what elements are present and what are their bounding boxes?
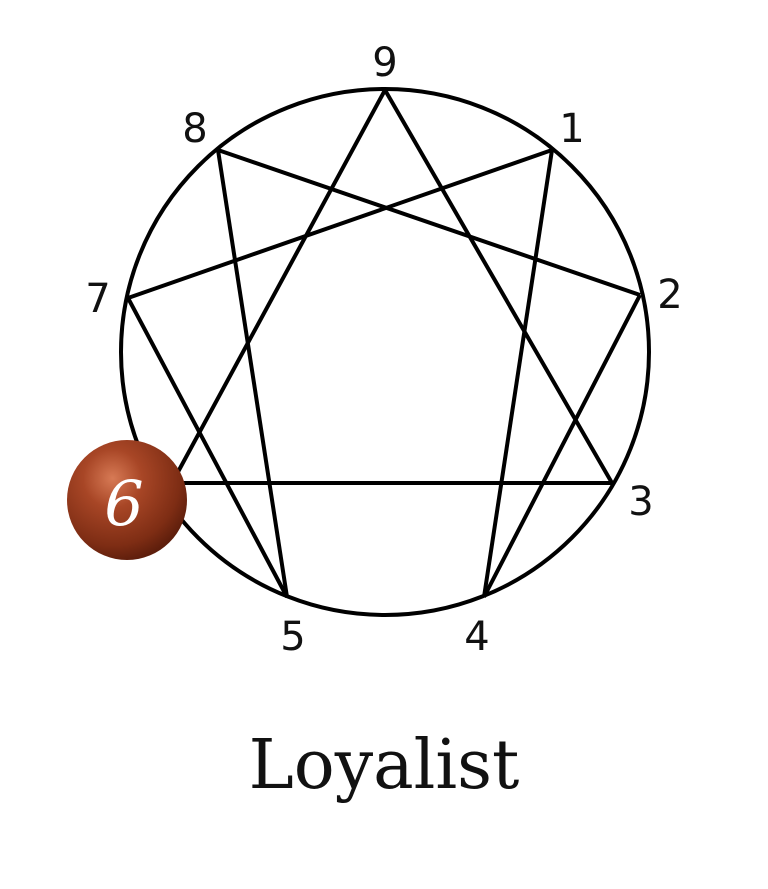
line-8-5 — [216, 149, 289, 598]
enneagram-circle — [119, 87, 651, 617]
highlighted-type-number: 6 — [104, 467, 143, 540]
point-label-5[interactable]: 5 — [280, 614, 305, 660]
line-7-1 — [127, 148, 553, 300]
type-name-title: Loyalist — [248, 726, 520, 805]
line-6-9 — [170, 89, 387, 484]
point-label-9[interactable]: 9 — [372, 40, 397, 86]
enneagram-lines — [126, 88, 642, 598]
line-9-3 — [383, 88, 614, 485]
highlighted-type-ball[interactable]: 6 — [67, 440, 187, 560]
point-labels: 9 1 2 3 4 5 7 8 — [85, 40, 682, 660]
point-label-1[interactable]: 1 — [559, 106, 584, 152]
line-1-4 — [482, 149, 554, 598]
line-2-8 — [217, 148, 641, 297]
point-label-3[interactable]: 3 — [628, 479, 653, 525]
point-label-7[interactable]: 7 — [85, 276, 110, 322]
point-label-2[interactable]: 2 — [657, 272, 682, 318]
point-label-4[interactable]: 4 — [464, 614, 489, 660]
point-label-8[interactable]: 8 — [182, 106, 207, 152]
line-4-2 — [482, 294, 642, 598]
line-5-7 — [126, 297, 289, 598]
